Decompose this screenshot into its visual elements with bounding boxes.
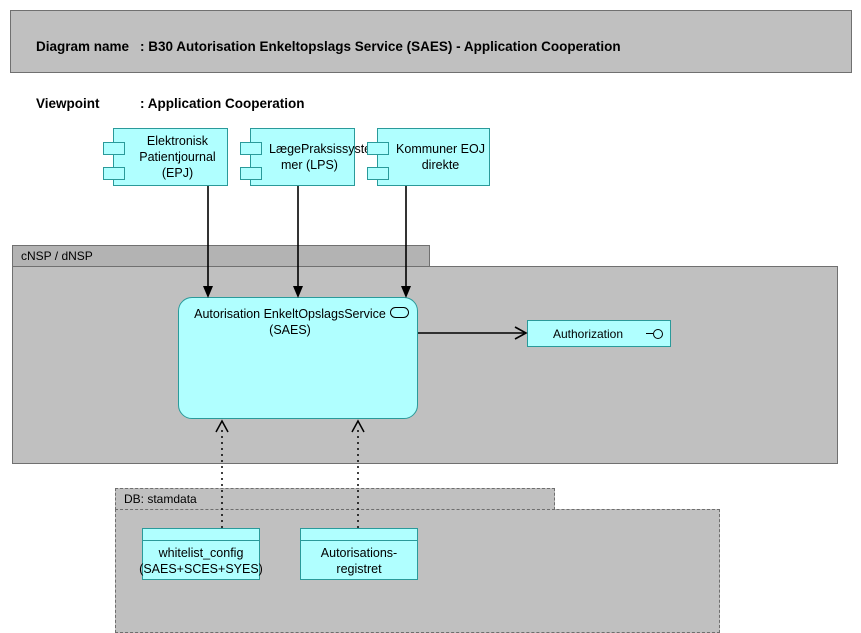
group-cnsp-dnsp[interactable]: cNSP / dNSP [12,245,838,464]
interface-icon-circle [653,328,663,339]
application-interface-authorization[interactable]: Authorization [527,320,671,347]
viewpoint-line: Viewpoint: Application Cooperation [21,75,851,132]
diagram-title-box: Diagram name: B30 Autorisation Enkeltops… [10,10,852,111]
data-object-header-bar [301,529,417,541]
diagram-name-line: Diagram name: B30 Autorisation Enkeltops… [21,18,851,75]
viewpoint-separator: : [140,96,148,111]
diagram-name-label: Diagram name [36,39,130,54]
component-tab-icon-upper [367,142,389,155]
application-component-epj[interactable]: Elektronisk Patientjournal (EPJ) [103,128,228,186]
application-interface-authorization-label: Authorization [552,326,624,341]
data-object-header-bar [143,529,259,541]
application-service-icon [390,307,409,318]
application-service-saes-label: Autorisation EnkeltOpslagsService (SAES) [194,307,386,337]
group-db-stamdata-label: DB: stamdata [115,488,555,510]
data-object-autorisationsregistret-label: Autorisations- registret [320,545,398,576]
diagram-name-separator: : [140,39,149,54]
diagram-name-value: B30 Autorisation Enkeltopslags Service (… [148,39,621,54]
application-component-kommuner-eoj[interactable]: Kommuner EOJ direkte [367,128,490,186]
group-cnsp-dnsp-body [12,266,838,464]
data-object-whitelist-config[interactable]: whitelist_config (SAES+SCES+SYES) [139,528,263,580]
application-service-saes[interactable]: Autorisation EnkeltOpslagsService (SAES) [178,297,418,419]
group-cnsp-dnsp-label: cNSP / dNSP [12,245,430,267]
data-object-autorisationsregistret[interactable]: Autorisations- registret [300,528,418,580]
interface-icon-stem [646,332,653,334]
component-tab-icon-lower [367,167,389,180]
component-tab-icon-lower [103,167,125,180]
viewpoint-label: Viewpoint [36,96,100,111]
application-interface-icon [646,328,664,339]
application-component-kommuner-eoj-label: Kommuner EOJ direkte [396,142,485,172]
component-tab-icon-lower [240,167,262,180]
application-component-epj-label: Elektronisk Patientjournal (EPJ) [139,134,216,180]
viewpoint-value: Application Cooperation [147,96,305,111]
data-object-whitelist-config-label: whitelist_config (SAES+SCES+SYES) [139,545,263,576]
application-component-lps[interactable]: LægePraksissyste mer (LPS) [240,128,372,186]
component-tab-icon-upper [103,142,125,155]
component-tab-icon-upper [240,142,262,155]
application-component-lps-label: LægePraksissyste mer (LPS) [269,142,372,172]
